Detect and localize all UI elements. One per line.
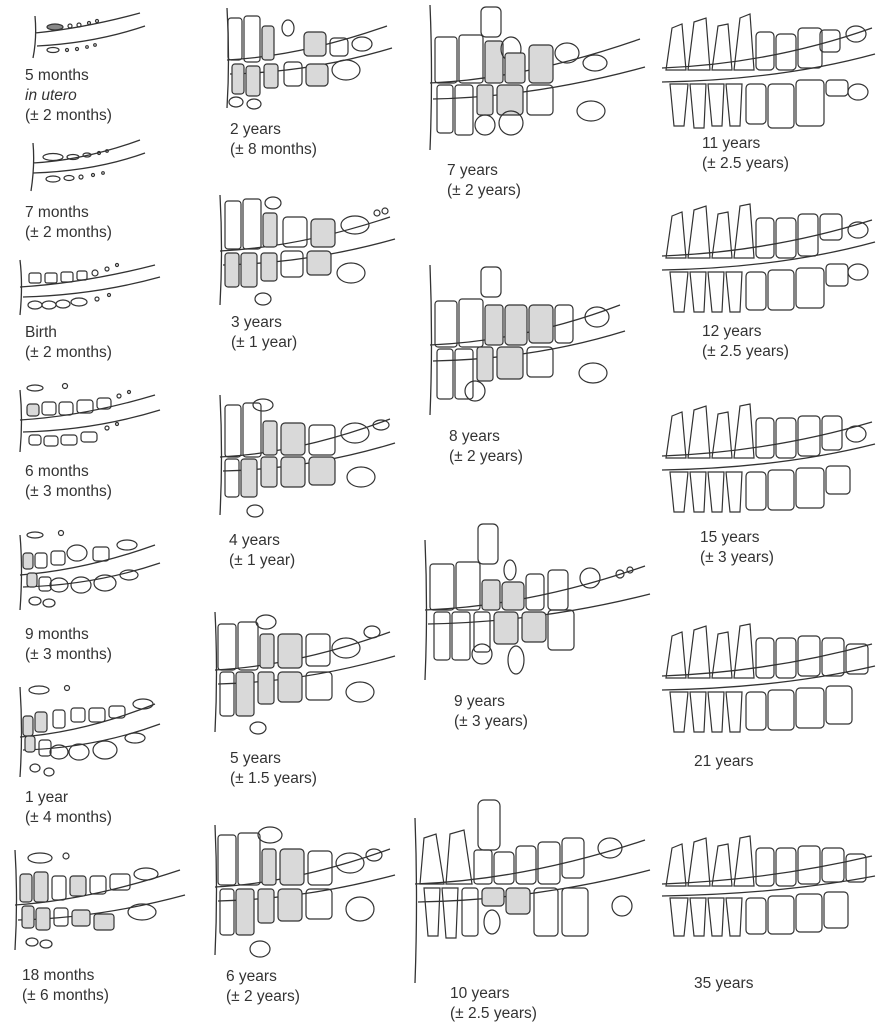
age-text: 5 years	[230, 749, 317, 769]
jaw-illustration	[210, 825, 395, 960]
jaw-illustration	[410, 798, 650, 988]
range-text: (± 6 months)	[22, 986, 109, 1006]
jaw-illustration	[215, 395, 395, 520]
age-text: 7 years	[447, 161, 521, 181]
stage-label: 10 years (± 2.5 years)	[450, 984, 537, 1024]
age-text: 2 years	[230, 120, 317, 140]
jaw-illustration	[660, 200, 875, 315]
age-text: 12 years	[702, 322, 789, 342]
stage-label: 15 years (± 3 years)	[700, 528, 774, 568]
jaw-illustration	[15, 525, 165, 615]
range-text: (± 3 years)	[700, 548, 774, 568]
stage-label: 7 months (± 2 months)	[25, 203, 112, 243]
age-text: 15 years	[700, 528, 774, 548]
stage-label: 3 years (± 1 year)	[231, 313, 297, 353]
range-text: (± 2 years)	[226, 987, 300, 1007]
jaw-illustration	[222, 8, 392, 113]
age-text: 6 months	[25, 462, 112, 482]
jaw-illustration	[420, 520, 650, 685]
range-text: (± 8 months)	[230, 140, 317, 160]
age-text: 3 years	[231, 313, 297, 333]
stage-label: 5 years (± 1.5 years)	[230, 749, 317, 789]
range-text: (± 1 year)	[229, 551, 295, 571]
age-text: 8 years	[449, 427, 523, 447]
jaw-illustration	[15, 8, 165, 68]
stage-label: 4 years (± 1 year)	[229, 531, 295, 571]
jaw-illustration	[660, 832, 875, 947]
range-text: (± 2 months)	[25, 343, 112, 363]
age-text: 4 years	[229, 531, 295, 551]
stage-label: 7 years (± 2 years)	[447, 161, 521, 201]
jaw-illustration	[425, 265, 625, 420]
range-text: (± 2 months)	[25, 106, 112, 126]
jaw-illustration	[10, 850, 185, 960]
stage-label: Birth (± 2 months)	[25, 323, 112, 363]
age-text: 5 months	[25, 66, 112, 86]
stage-label: 12 years (± 2.5 years)	[702, 322, 789, 362]
range-text: (± 4 months)	[25, 808, 112, 828]
age-text: 7 months	[25, 203, 112, 223]
age-text: 6 years	[226, 967, 300, 987]
jaw-illustration	[425, 5, 645, 155]
age-text: Birth	[25, 323, 112, 343]
age-text: 18 months	[22, 966, 109, 986]
stage-label: 8 years (± 2 years)	[449, 427, 523, 467]
age-text: 21 years	[694, 752, 753, 772]
stage-label: 18 months (± 6 months)	[22, 966, 109, 1006]
age-text: 11 years	[702, 134, 789, 154]
range-text: (± 2 months)	[25, 223, 112, 243]
range-text: (± 2.5 years)	[702, 342, 789, 362]
jaw-illustration	[15, 135, 165, 195]
range-text: (± 3 months)	[25, 645, 112, 665]
jaw-illustration	[660, 400, 875, 515]
range-text: (± 2.5 years)	[450, 1004, 537, 1024]
range-text: (± 1.5 years)	[230, 769, 317, 789]
age-text: 9 months	[25, 625, 112, 645]
range-text: (± 2.5 years)	[702, 154, 789, 174]
jaw-illustration	[215, 195, 395, 310]
range-text: (± 3 years)	[454, 712, 528, 732]
stage-label: 21 years	[694, 752, 753, 772]
age-text: 35 years	[694, 974, 753, 994]
jaw-illustration	[660, 620, 875, 735]
jaw-illustration	[15, 380, 165, 460]
stage-label: 6 years (± 2 years)	[226, 967, 300, 1007]
stage-label: 9 years (± 3 years)	[454, 692, 528, 732]
stage-label: 2 years (± 8 months)	[230, 120, 317, 160]
age-text: 1 year	[25, 788, 112, 808]
range-text: (± 2 years)	[447, 181, 521, 201]
stage-label: 35 years	[694, 974, 753, 994]
stage-label: 11 years (± 2.5 years)	[702, 134, 789, 174]
range-text: (± 3 months)	[25, 482, 112, 502]
jaw-illustration	[660, 8, 875, 133]
range-text: (± 2 years)	[449, 447, 523, 467]
age-text: 10 years	[450, 984, 537, 1004]
stage-label: 9 months (± 3 months)	[25, 625, 112, 665]
note-text: in utero	[25, 86, 112, 106]
age-text: 9 years	[454, 692, 528, 712]
jaw-illustration	[210, 612, 395, 737]
jaw-illustration	[15, 682, 165, 782]
stage-label: 1 year (± 4 months)	[25, 788, 112, 828]
stage-label: 6 months (± 3 months)	[25, 462, 112, 502]
stage-label: 5 months in utero (± 2 months)	[25, 66, 112, 126]
jaw-illustration	[15, 255, 165, 320]
range-text: (± 1 year)	[231, 333, 297, 353]
